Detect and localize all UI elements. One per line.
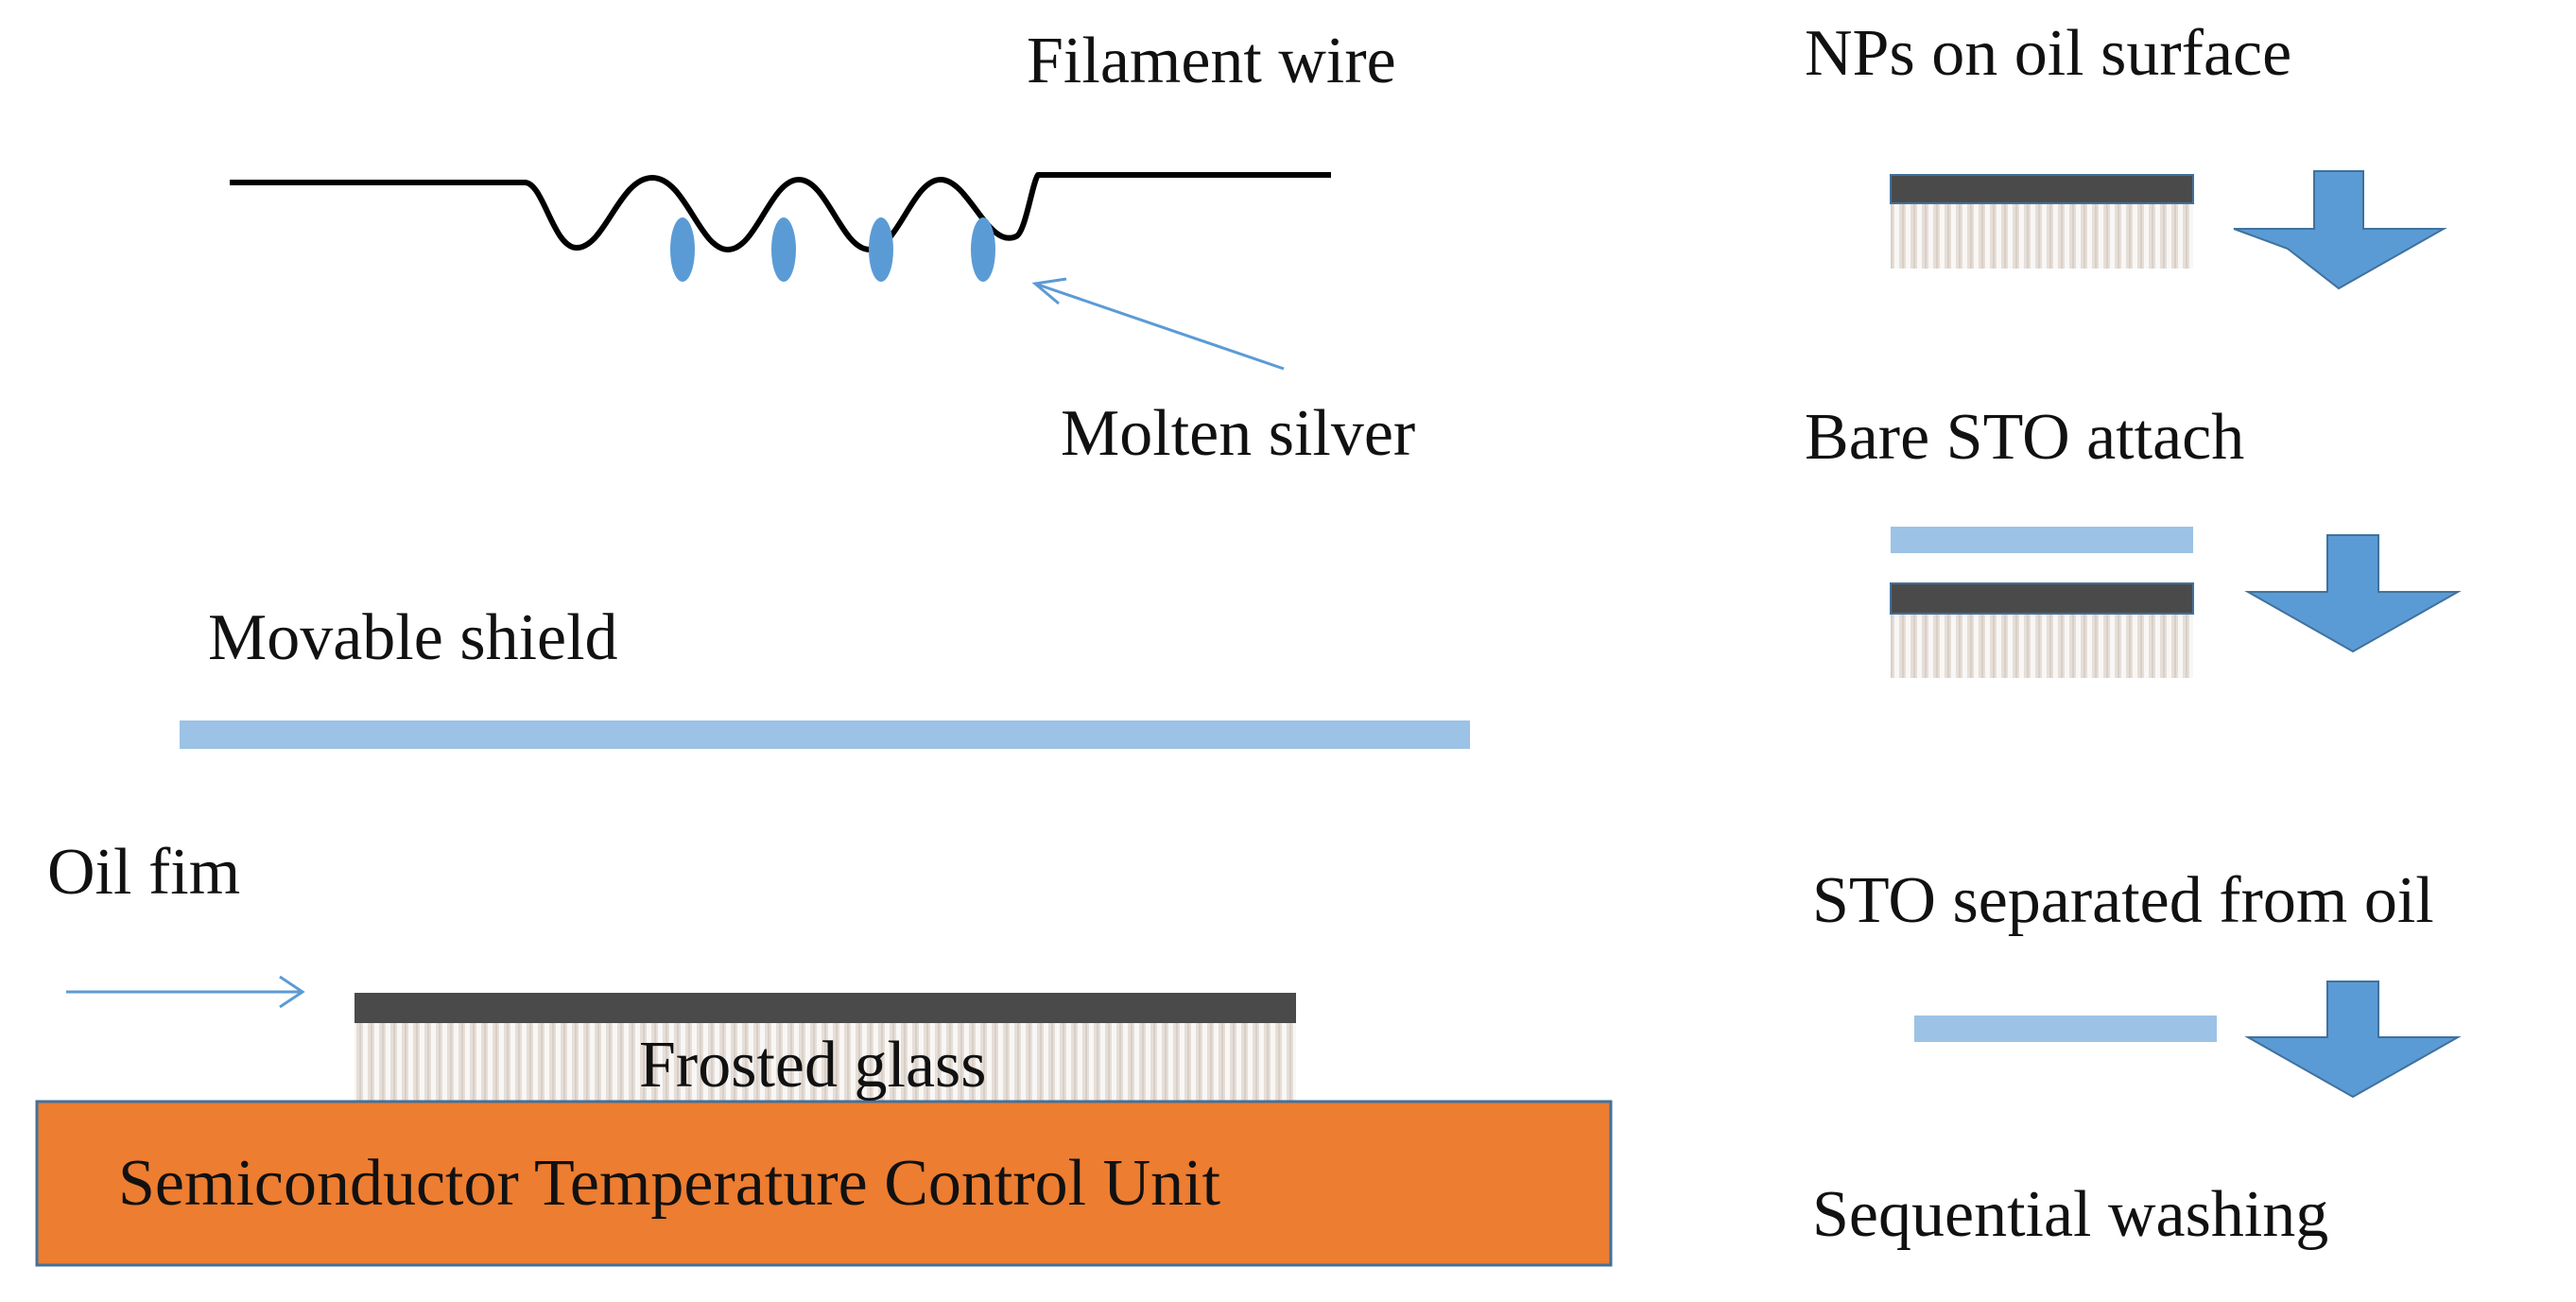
silver-drop [971,217,995,282]
molten-silver-drops [670,217,995,282]
movable-shield [180,720,1470,749]
oil-film-arrow [66,975,305,1009]
step-sto-separated-label: STO separated from oil [1812,864,2434,937]
frosted-glass [354,1021,1296,1104]
silver-drop [670,217,695,282]
molten-silver-pointer [1031,277,1285,371]
oil-film-layer [354,993,1296,1023]
oil-film-label: Oil fim [47,836,241,909]
step2-down-arrow [2244,534,2462,653]
step3-down-arrow [2244,981,2462,1099]
movable-shield-label: Movable shield [208,601,618,674]
step-nps-on-oil-label: NPs on oil surface [1805,17,2292,90]
step2-substrate [1890,582,2194,678]
step3-sto-plate [1914,1016,2217,1042]
step1-down-arrow [2233,170,2447,290]
step1-substrate [1890,174,2194,269]
temperature-control-unit-label: Semiconductor Temperature Control Unit [118,1147,1221,1220]
silver-drop [869,217,893,282]
step-bare-sto-attach-label: Bare STO attach [1805,401,2245,474]
silver-drop [771,217,796,282]
step-sequential-washing-label: Sequential washing [1812,1178,2329,1251]
filament-wire-label: Filament wire [1027,25,1396,97]
molten-silver-label: Molten silver [1061,397,1416,470]
temperature-control-unit [35,1100,1613,1267]
step2-sto-plate [1891,527,2193,553]
frosted-glass-label: Frosted glass [639,1029,987,1102]
